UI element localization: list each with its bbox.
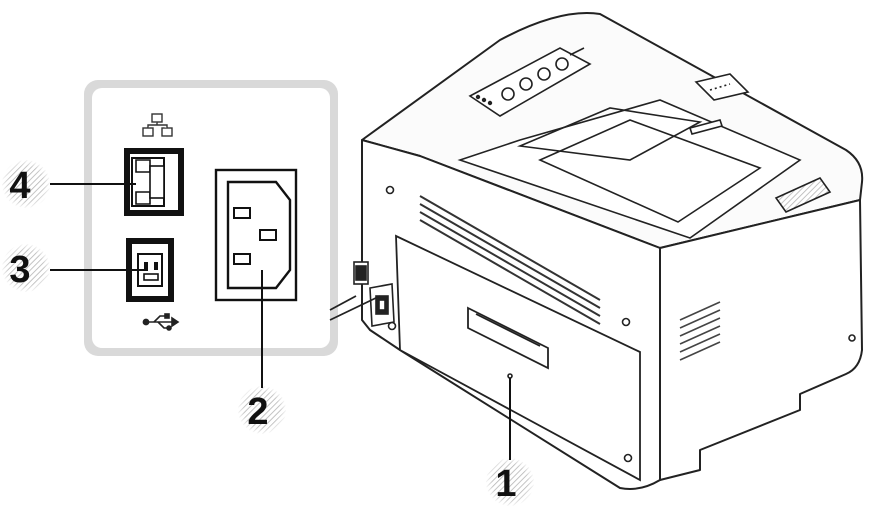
callout-3: 3 — [1, 243, 148, 293]
callout-4: 4 — [1, 159, 136, 209]
callout-number-3: 3 — [9, 249, 30, 291]
callout-number-2: 2 — [247, 391, 268, 433]
usb-icon — [142, 313, 180, 331]
printer-port-area — [353, 261, 395, 327]
callout-1: 1 — [485, 378, 535, 506]
rear-cover — [395, 234, 641, 482]
screws — [385, 185, 856, 463]
callout-2: 2 — [237, 270, 287, 435]
callout-number-4: 4 — [9, 165, 30, 207]
side-vents — [679, 301, 721, 361]
printer-top-details — [457, 47, 832, 239]
network-icon — [142, 113, 173, 137]
network-port — [124, 148, 184, 216]
power-socket — [214, 168, 298, 302]
callout-number-1: 1 — [495, 463, 516, 505]
rear-vents — [419, 195, 601, 325]
control-buttons — [475, 47, 585, 106]
